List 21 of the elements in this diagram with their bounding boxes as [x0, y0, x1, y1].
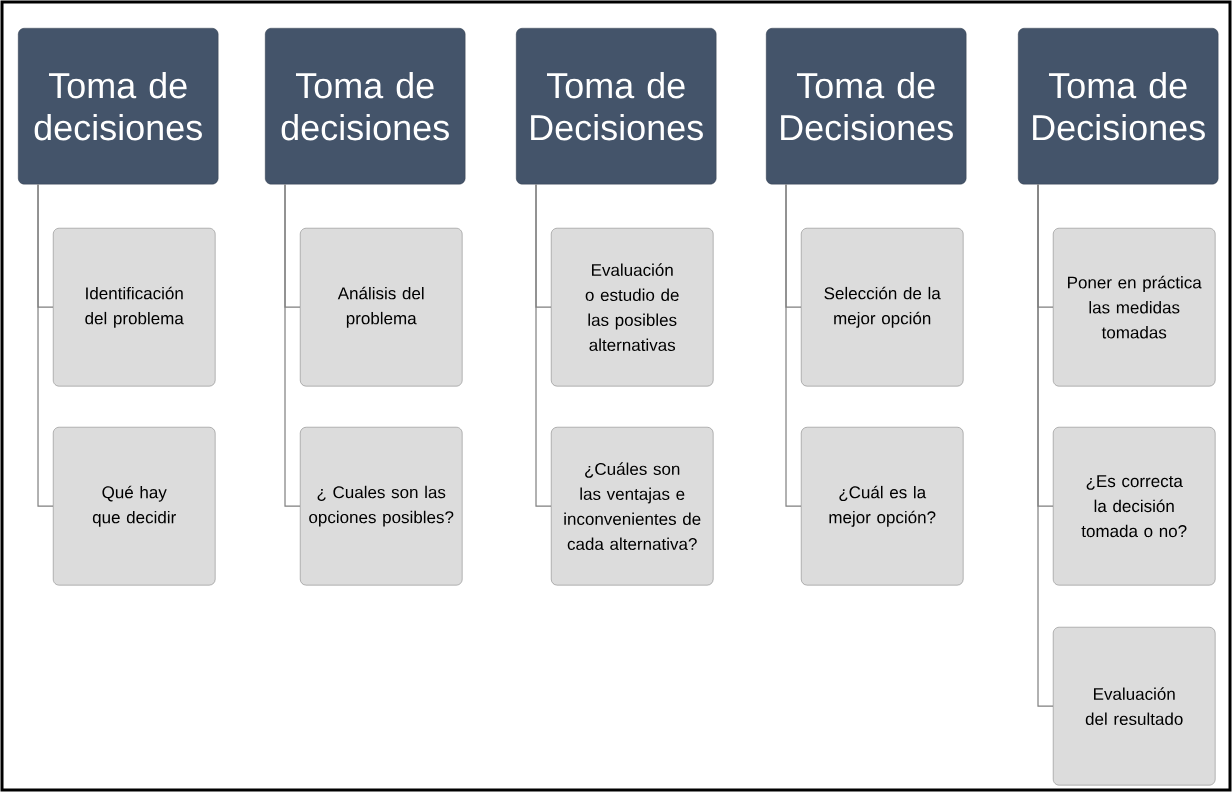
step-box: ¿Cuáles son las ventajas e inconvenientes de cada alternativa? — [551, 427, 714, 586]
heading-box: Toma de decisiones — [265, 28, 466, 185]
step-box: ¿Es correcta la decisión tomada o no? — [1053, 427, 1216, 586]
step-box: Evaluación o estudio de las posibles alternativas — [551, 228, 714, 387]
connector-line — [37, 183, 54, 507]
connector-line — [284, 183, 301, 507]
step-box: Qué hay que decidir — [53, 427, 216, 586]
heading-box: Toma de decisiones — [18, 28, 219, 185]
heading-box: Toma de Decisiones — [766, 28, 967, 185]
step-box: Evaluación del resultado — [1053, 627, 1216, 786]
heading-box: Toma de Decisiones — [516, 28, 717, 185]
step-box: ¿ Cuales son las opciones posibles? — [300, 427, 463, 586]
step-box: Análisis del problema — [300, 228, 463, 387]
heading-box: Toma de Decisiones — [1018, 28, 1219, 185]
step-box: Selección de la mejor opción — [801, 228, 964, 387]
step-box: Poner en práctica las medidas tomadas — [1053, 228, 1216, 387]
connector-line — [785, 183, 802, 507]
step-box: Identificación del problema — [53, 228, 216, 387]
connector-line — [1037, 183, 1054, 707]
connector-line — [535, 183, 552, 507]
step-box: ¿Cuál es la mejor opción? — [801, 427, 964, 586]
